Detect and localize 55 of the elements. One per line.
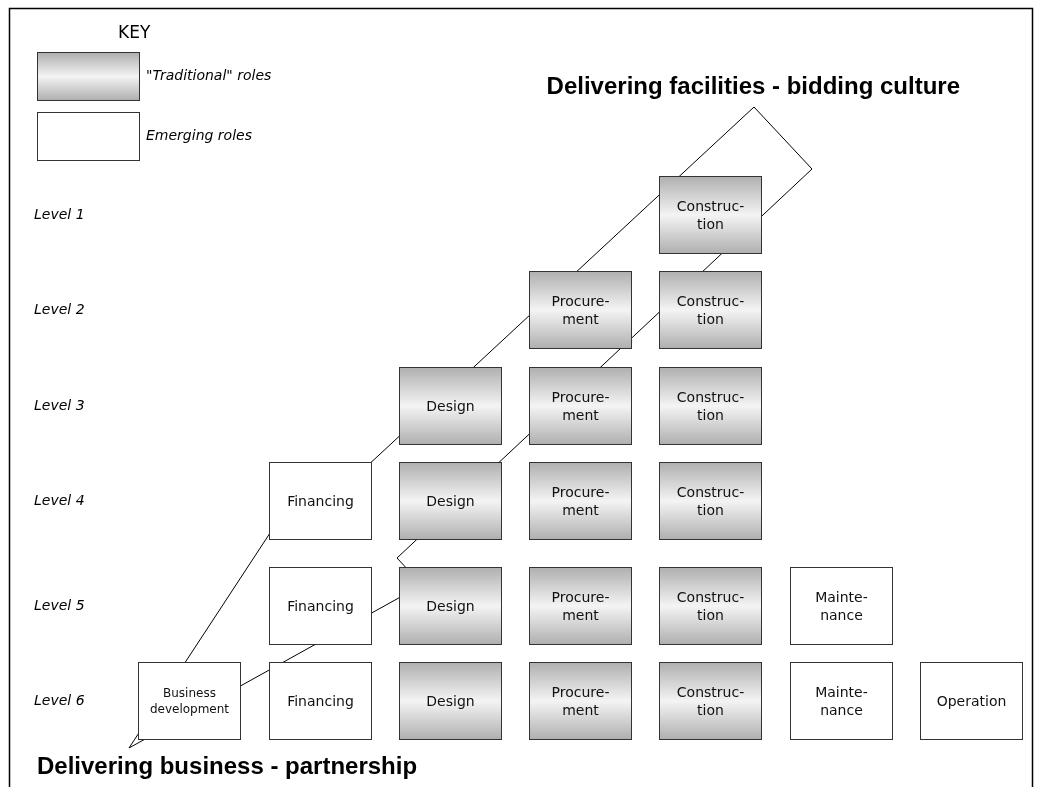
spectrum-end-label: Delivering business - partnership [37,752,418,780]
role-label: Financing [287,597,354,615]
level-label: Level 4 [34,492,85,508]
role-box [920,662,1023,740]
role-label: Design [426,397,475,415]
role-box [659,662,762,740]
role-box [659,567,762,645]
role-label: Construc- tion [675,483,746,519]
role-box [529,462,632,540]
role-box [659,462,762,540]
legend-label: Emerging roles [146,127,252,143]
role-box [269,662,372,740]
level-label: Level 5 [34,597,85,613]
role-box [399,367,502,445]
role-label: Construc- tion [675,683,746,719]
role-box [138,662,241,740]
level-label: Level 1 [34,206,85,222]
spectrum-end-label: Delivering facilities - bidding culture [546,72,960,100]
role-box [399,462,502,540]
role-box [790,567,893,645]
role-label: Construc- tion [675,292,746,328]
role-label: Design [426,597,475,615]
level-label: Level 3 [34,397,85,413]
level-label: Level 2 [34,301,85,317]
role-box [529,662,632,740]
role-box [659,367,762,445]
role-box [790,662,893,740]
role-label: Construc- tion [675,588,746,624]
role-label: Design [426,692,475,710]
role-label: Financing [287,692,354,710]
role-label: Design [426,492,475,510]
role-label: Financing [287,492,354,510]
role-box [399,567,502,645]
role-label: Operation [936,692,1007,710]
role-label: Business development [148,685,231,717]
role-label: Procure- ment [550,292,611,328]
role-label: Construc- tion [675,388,746,424]
role-label: Procure- ment [550,483,611,519]
role-label: Procure- ment [550,588,611,624]
role-label: Construc- tion [675,197,746,233]
role-box [529,367,632,445]
role-label: Procure- ment [550,388,611,424]
legend-label: "Traditional" roles [146,67,272,83]
role-box [399,662,502,740]
role-label: Mainte- nance [814,683,869,719]
role-box [269,567,372,645]
role-box [659,176,762,254]
role-label: Mainte- nance [814,588,869,624]
level-label: Level 6 [34,692,85,708]
role-box [659,271,762,349]
role-label: Procure- ment [550,683,611,719]
role-box [529,567,632,645]
legend-title: KEY [118,22,151,42]
role-box [269,462,372,540]
role-box [529,271,632,349]
